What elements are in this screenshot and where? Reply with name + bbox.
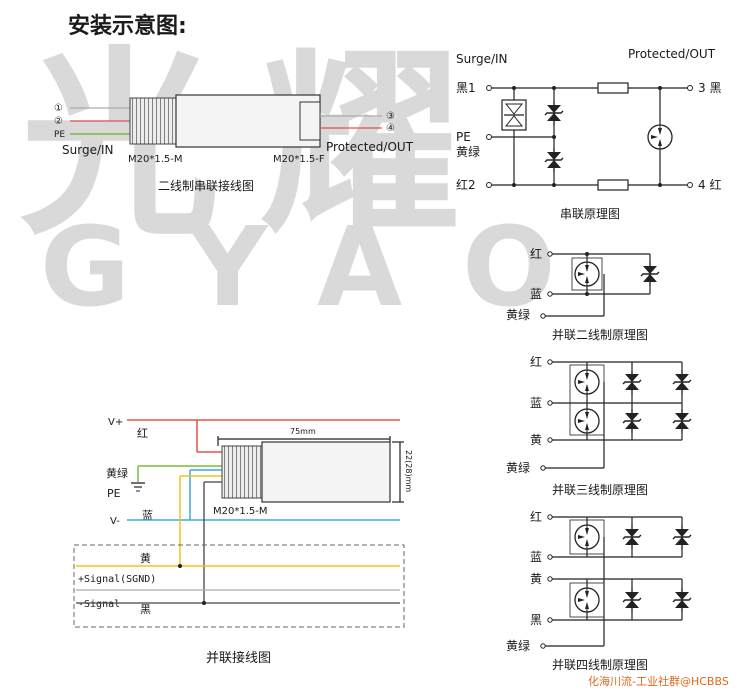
label-out-3-black: 3 黑 <box>698 81 721 95</box>
parallel-2wire-caption: 并联二线制原理图 <box>552 328 648 342</box>
device-body <box>175 94 321 148</box>
resistor-top <box>597 82 629 94</box>
dimension-length: 75mm <box>290 427 316 436</box>
thread-section-in <box>129 97 177 145</box>
thread-out-label: M20*1.5-F <box>273 154 325 165</box>
p3-label-blue: 蓝 <box>530 396 542 410</box>
resistor-bottom <box>597 179 629 191</box>
red-wire-label: 红 <box>137 427 148 440</box>
label-black-1: 黑1 <box>456 81 476 95</box>
series-schematic: Surge/IN Protected/OUT 黑1 PE 黄绿 红2 3 黑 4… <box>456 47 721 221</box>
parallel-thread-label: M20*1.5-M <box>213 506 268 517</box>
yellow-wire-label: 黄 <box>140 551 151 565</box>
p4-label-red: 红 <box>530 509 542 524</box>
p3-label-red: 红 <box>530 354 542 369</box>
parallel-thread-section <box>221 445 263 499</box>
black-wire-label: 黑 <box>140 603 151 616</box>
signal-plus-label: +Signal(SGND) <box>78 574 156 585</box>
footer-credit: 化海川流-工业社群@HCBBS <box>588 674 729 688</box>
p4-label-black: 黑 <box>530 613 542 627</box>
signal-minus-label: -Signal <box>78 599 120 610</box>
schematic-surge-in: Surge/IN <box>456 52 508 66</box>
blue-wire-label: 蓝 <box>142 509 153 522</box>
pe-label: PE <box>107 487 121 500</box>
p3-label-yellow-green: 黄绿 <box>506 460 530 475</box>
p4-label-blue: 蓝 <box>530 550 542 564</box>
series-wiring-diagram: ① ② PE Surge/IN M20*1.5-M M20*1.5-F ③ ④ … <box>54 94 414 193</box>
v-minus-label: V- <box>110 516 120 527</box>
p2-label-blue: 蓝 <box>530 287 542 301</box>
right-pin-3: ③ <box>386 111 395 122</box>
parallel-4wire-schematic: 红 蓝 黄 黑 黄绿 并联四线制原理图 <box>506 509 692 672</box>
schematic-protected-out: Protected/OUT <box>628 47 716 61</box>
signal-box <box>73 544 405 628</box>
p2-label-yellow-green: 黄绿 <box>506 307 530 322</box>
left-pin-1: ① <box>54 103 63 114</box>
parallel-4wire-caption: 并联四线制原理图 <box>552 658 648 672</box>
left-pin-2: ② <box>54 116 63 127</box>
surge-in-label: Surge/IN <box>62 143 114 157</box>
left-pin-pe: PE <box>54 130 65 140</box>
p3-label-yellow: 黄 <box>530 433 542 447</box>
label-yellow-green: 黄绿 <box>456 144 480 159</box>
thread-section-out <box>299 101 321 141</box>
p4-label-yellow-green: 黄绿 <box>506 638 530 653</box>
parallel-3wire-schematic: 红 蓝 黄 黄绿 并联三线制原理图 <box>506 354 692 497</box>
series-wiring-caption: 二线制串联接线图 <box>158 178 254 193</box>
dimension-diameter: 22(28)mm <box>404 450 413 492</box>
series-schematic-caption: 串联原理图 <box>560 207 620 221</box>
watermark: 光耀 GYAO <box>20 30 616 331</box>
label-red-2: 红2 <box>456 177 476 192</box>
label-pe: PE <box>456 130 471 144</box>
yellow-green-label: 黄绿 <box>106 466 128 480</box>
p4-label-yellow: 黄 <box>530 572 542 586</box>
protected-out-label: Protected/OUT <box>326 140 414 154</box>
v-plus-label: V+ <box>108 417 123 428</box>
right-pin-4: ④ <box>386 123 395 134</box>
p2-label-red: 红 <box>530 246 542 261</box>
page-heading: 安装示意图: <box>68 13 187 39</box>
label-out-4-red: 4 红 <box>698 177 721 192</box>
parallel-3wire-caption: 并联三线制原理图 <box>552 483 648 497</box>
parallel-wiring-caption: 并联接线图 <box>206 650 271 666</box>
parallel-2wire-schematic: 红 蓝 黄绿 并联二线制原理图 <box>506 246 660 342</box>
watermark-brand-en: GYAO <box>40 203 616 331</box>
parallel-wiring-diagram: V+ 红 黄绿 PE V- 蓝 75mm <box>73 417 413 666</box>
parallel-device-body <box>261 441 391 503</box>
thread-in-label: M20*1.5-M <box>128 154 183 165</box>
